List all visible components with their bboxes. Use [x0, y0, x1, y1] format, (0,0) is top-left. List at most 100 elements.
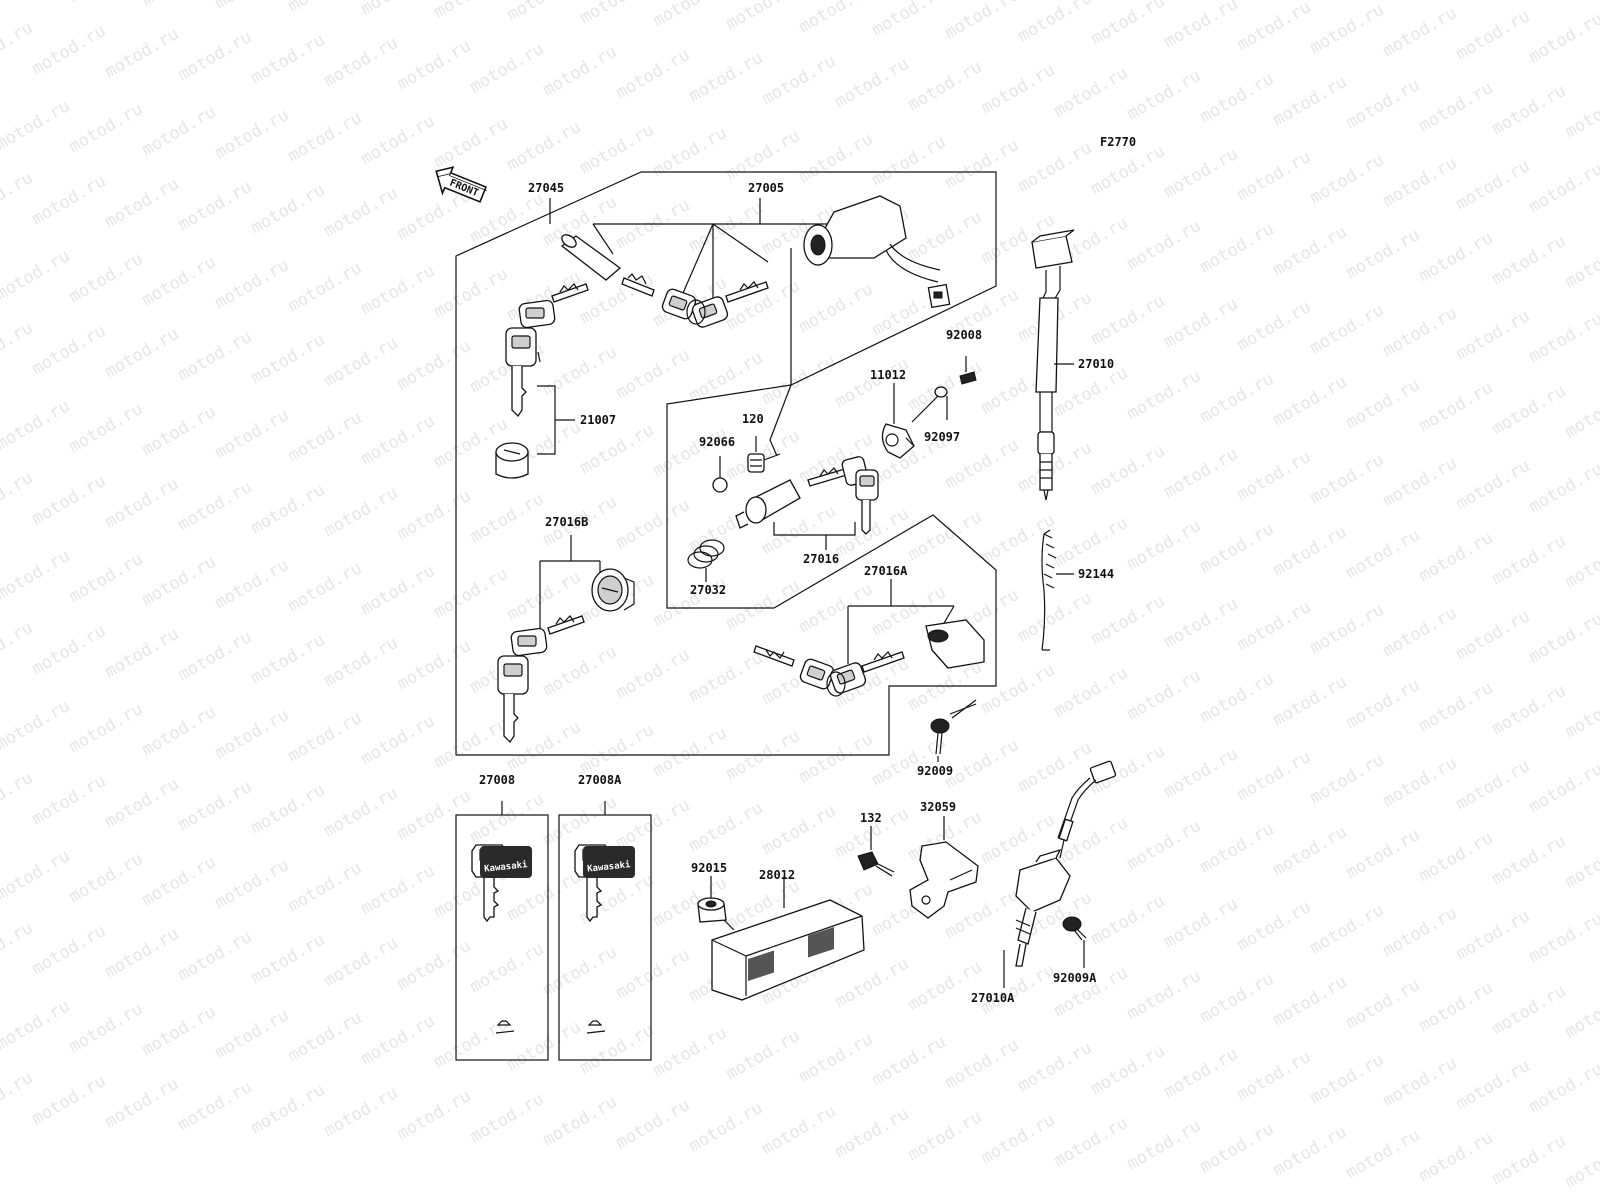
watermark-text: motod.ru — [759, 51, 840, 109]
watermark-text: motod.ru — [1562, 684, 1600, 742]
part-label: 92144 — [1078, 567, 1114, 581]
watermark-text: motod.ru — [1453, 606, 1534, 664]
watermark-text: motod.ru — [1307, 600, 1388, 658]
watermark-text: motod.ru — [1124, 666, 1205, 724]
watermark-text: motod.ru — [248, 180, 329, 238]
part-labels: 27045 27005 21007 27016B 92008 11012 120… — [479, 181, 1114, 1005]
watermark-text: motod.ru — [1234, 297, 1315, 355]
watermark-text: motod.ru — [394, 486, 475, 544]
watermark-text: motod.ru — [613, 795, 694, 853]
watermark-text: motod.ru — [102, 1074, 183, 1132]
watermark-text: motod.ru — [467, 489, 548, 547]
cylinder-plug — [560, 234, 622, 281]
lock-cylinder-21007 — [495, 442, 529, 479]
watermark-text: motod.ru — [102, 324, 183, 382]
watermark-text: motod.ru — [321, 783, 402, 841]
watermark-text: motod.ru — [1343, 1125, 1424, 1183]
watermark-text: motod.ru — [942, 1035, 1023, 1093]
watermark-text: motod.ru — [1197, 1119, 1278, 1177]
watermark-text: motod.ru — [358, 561, 439, 619]
watermark-text: motod.ru — [942, 735, 1023, 793]
watermark-text: motod.ru — [1343, 375, 1424, 433]
watermark-text: motod.ru — [1197, 969, 1278, 1027]
watermark-text: motod.ru — [1270, 222, 1351, 280]
watermark-text: motod.ru — [1015, 1038, 1096, 1096]
watermark-text: motod.ru — [832, 354, 913, 412]
lock-cylinder-27016 — [735, 479, 801, 529]
watermark-text: motod.ru — [1562, 534, 1600, 592]
watermark-text: motod.ru — [1562, 384, 1600, 442]
washer-92097 — [934, 386, 948, 398]
watermark-text: motod.ru — [1234, 1047, 1315, 1105]
watermark-text: motod.ru — [1307, 450, 1388, 508]
watermark-text: motod.ru — [1088, 441, 1169, 499]
o-ring-92066 — [712, 477, 728, 493]
screw-92008 — [959, 356, 977, 385]
watermark-text: motod.ru — [1161, 594, 1242, 652]
watermark-text: motod.ru — [1489, 681, 1570, 739]
watermark-text: motod.ru — [358, 111, 439, 169]
watermark-text: motod.ru — [1416, 678, 1497, 736]
spring-27032 — [687, 539, 725, 569]
spring-92144 — [1041, 529, 1057, 651]
watermark-text: motod.ru — [467, 1089, 548, 1147]
watermark-text: motod.ru — [139, 552, 220, 610]
watermark-text: motod.ru — [1489, 1131, 1570, 1189]
watermark-text: motod.ru — [1088, 591, 1169, 649]
watermark-text: motod.ru — [102, 474, 183, 532]
watermark-text: motod.ru — [1343, 525, 1424, 583]
watermark-text: motod.ru — [540, 642, 621, 700]
watermark-text: motod.ru — [1270, 672, 1351, 730]
watermark-text: motod.ru — [66, 999, 147, 1057]
cover-11012 — [881, 423, 915, 459]
key-head-27008A — [583, 846, 635, 878]
watermark-text: motod.ru — [1161, 444, 1242, 502]
watermark-text: motod.ru — [1270, 522, 1351, 580]
watermark-text: motod.ru — [978, 510, 1059, 568]
watermark-text: motod.ru — [1197, 819, 1278, 877]
watermark-text: motod.ru — [1197, 669, 1278, 727]
watermark-text: motod.ru — [1234, 147, 1315, 205]
watermark-text: motod.ru — [29, 771, 110, 829]
watermark-text: motod.ru — [66, 249, 147, 307]
watermark-text: motod.ru — [248, 330, 329, 388]
watermark-text: motod.ru — [1380, 153, 1461, 211]
watermark-text: motod.ru — [1307, 1050, 1388, 1108]
watermark-text: motod.ru — [1526, 609, 1600, 667]
watermark-text: motod.ru — [394, 36, 475, 94]
watermark-text: motod.ru — [285, 258, 366, 316]
watermark-text: motod.ru — [139, 852, 220, 910]
watermark-text: motod.ru — [1526, 909, 1600, 967]
part-label: 32059 — [920, 800, 956, 814]
watermark-text: motod.ru — [1453, 1056, 1534, 1114]
watermark-text: motod.ru — [978, 1110, 1059, 1168]
watermark-text: motod.ru — [1526, 309, 1600, 367]
watermark-text: motod.ru — [686, 1098, 767, 1156]
watermark-text: motod.ru — [431, 564, 512, 622]
watermark-text: motod.ru — [1489, 831, 1570, 889]
watermark-text: motod.ru — [832, 504, 913, 562]
watermark-text: motod.ru — [1343, 975, 1424, 1033]
watermark-text: motod.ru — [1088, 0, 1169, 49]
watermark-text: motod.ru — [1380, 603, 1461, 661]
watermark-text: motod.ru — [1562, 984, 1600, 1042]
watermark-text: motod.ru — [1343, 225, 1424, 283]
watermark-text: motod.ru — [577, 120, 658, 178]
watermark-text: motod.ru — [358, 411, 439, 469]
watermark-text: motod.ru — [394, 636, 475, 694]
watermark-text: motod.ru — [613, 45, 694, 103]
watermark-text: motod.ru — [1380, 1053, 1461, 1111]
watermark-text: motod.ru — [1489, 81, 1570, 139]
watermark-text: motod.ru — [1161, 744, 1242, 802]
watermark-text: motod.ru — [1051, 1113, 1132, 1171]
watermark-text: motod.ru — [759, 801, 840, 859]
part-label: 92009A — [1053, 971, 1097, 985]
watermark-text: motod.ru — [175, 1077, 256, 1135]
watermark-text: motod.ru — [978, 960, 1059, 1018]
watermark-text: motod.ru — [1015, 0, 1096, 46]
watermark-text: motod.ru — [358, 0, 439, 19]
watermark-text: motod.ru — [613, 345, 694, 403]
screw-120 — [747, 453, 781, 473]
